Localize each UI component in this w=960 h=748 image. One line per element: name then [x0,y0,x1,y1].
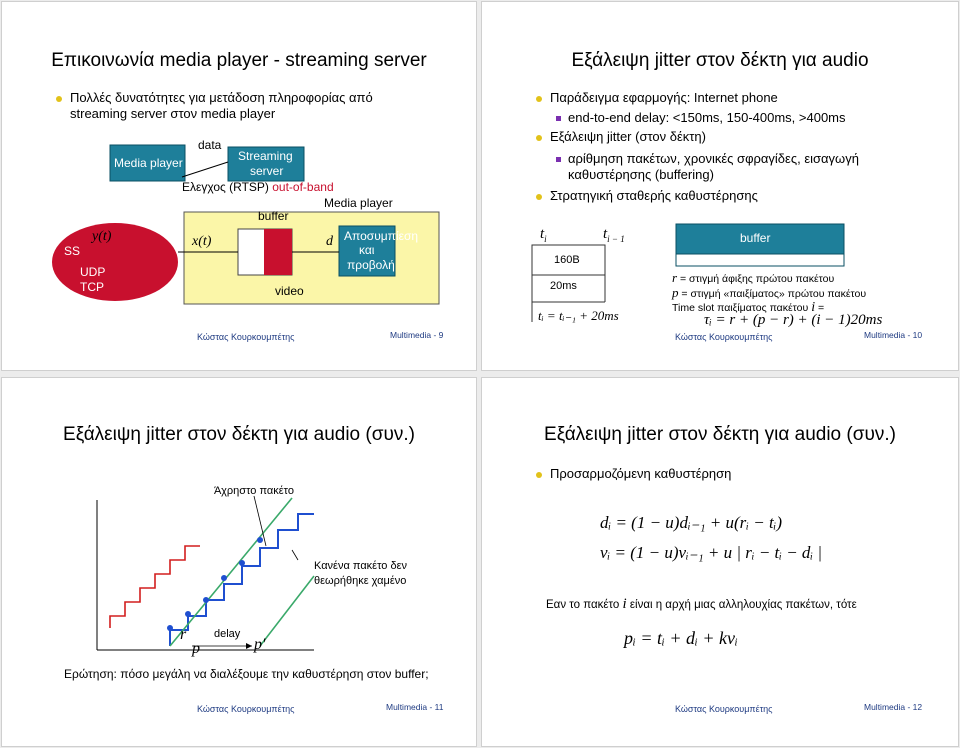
slide-1: Επικοινωνία media player - streaming ser… [1,1,477,371]
unused-packet-label: Άχρηστο πακέτο [214,485,294,497]
media-player-region [183,211,440,305]
slide-4-title: Εξάλειψη jitter στον δέκτη για audio (συ… [544,424,896,445]
eq-v: vᵢ = (1 − u)vᵢ₋₁ + u | rᵢ − tᵢ − dᵢ | [600,543,823,562]
rtsp-label: Ελεγχος (RTSP) out-of-band [182,180,334,194]
author: Κώστας Κουρκουμπέτης [675,704,773,714]
20ms-label: 20ms [550,280,577,292]
slide-number: Multimedia - 12 [864,702,923,712]
xt-label: x(t) [192,234,212,249]
slide-2-bullet-1: Παράδειγμα εφαρμογής: Internet phone [536,90,778,106]
bullet-dot-icon [536,194,542,200]
buffer-label: buffer [740,231,771,245]
buffer-bar [675,223,845,255]
ti1-label: ti − 1 [603,226,625,244]
slide-3: Εξάλειψη jitter στον δέκτη για audio (συ… [1,377,477,747]
slide-2-bullet-1a: end-to-end delay: <150ms, 150-400ms, >40… [556,110,846,126]
slide-4: Εξάλειψη jitter στον δέκτη για audio (συ… [481,377,959,747]
decompress-label-2: και [359,243,375,257]
slide-3-title: Εξάλειψη jitter στον δέκτη για audio (συ… [63,424,415,445]
slide-1-bullet: Πολλές δυνατότητες για μετάδοση πληροφορ… [56,90,430,122]
eq-p: pᵢ = tᵢ + dᵢ + kvᵢ [624,628,738,648]
eq-ti: tᵢ = tᵢ₋₁ + 20ms [538,308,619,323]
streaming-label: Streaming [238,149,293,163]
160b-label: 160B [554,254,580,266]
slide-2-title: Εξάλειψη jitter στον δέκτη για audio [571,50,869,71]
bullet-dot-icon [536,135,542,141]
r-label: r [180,626,187,643]
buffer-fill [264,229,292,275]
none-lost-label-1: Κανένα πακέτο δεν [314,560,407,572]
slide-3-diagram [96,495,315,651]
video-label: video [275,284,304,298]
slide-2: Εξάλειψη jitter στον δέκτη για audio Παρ… [481,1,959,371]
server-label: server [250,164,284,178]
p-label: p [192,640,200,657]
bullet-square-icon [556,157,561,162]
author: Κώστας Κουρκουμπέτης [197,704,295,714]
slide-2-bullet-3: Στρατηγική σταθερής καθυστέρησης [536,188,758,204]
eq-tau: τᵢ = r + (p − r) + (i − 1)20ms [704,312,883,328]
none-lost-label-2: θεωρήθηκε χαμένο [314,575,407,587]
bullet-dot-icon [56,96,62,102]
ss-label: SS [64,244,81,258]
send-staircase [109,545,200,628]
packet-box [531,244,606,276]
author: Κώστας Κουρκουμπέτης [197,332,295,342]
buffer-label: buffer [258,209,289,223]
slide-2-diagram [531,223,845,322]
pprime-label: p' [254,636,266,653]
condition-text: Εαν το πακέτο i είναι η αρχή μιας αλληλο… [546,596,857,612]
eq-d: dᵢ = (1 − u)dᵢ₋₁ + u(rᵢ − tᵢ) [600,513,783,532]
data-line [181,161,229,178]
slide-1-title: Επικοινωνία media player - streaming ser… [51,50,427,71]
arrival-line-1 [169,497,293,647]
decompress-label-1: Αποσυμπίεση [344,229,419,243]
slide-2-bullet-2: Εξάλειψη jitter (στον δέκτη) [536,129,706,145]
slide-4-bullet-1: Προσαρμοζόμενη καθυστέρηση [536,466,731,482]
slide-2-bullet-2a: αρίθμηση πακέτων, χρονικές σφραγίδες, ει… [556,151,859,183]
arrival-dots [167,537,263,631]
slide-number: Multimedia - 11 [386,702,444,712]
bullet-square-icon [556,116,561,121]
slide-number: Multimedia - 10 [864,330,923,340]
delay-arrowhead [246,643,252,649]
unused-pointer [253,495,267,547]
p-definition: p = στιγμή «παιξίματος» πρώτου πακέτου [672,285,867,300]
bullet-dot-icon [536,96,542,102]
streaming-server-box [227,146,305,182]
author: Κώστας Κουρκουμπέτης [675,332,773,342]
d-label: d [326,234,333,249]
data-label: data [198,138,222,152]
none-lost-pointer [291,549,299,561]
delay-label: delay [214,628,241,640]
bullet-dot-icon [536,472,542,478]
timeslot-definition: Time slot παιξίματος πακέτου i = [672,300,825,315]
server-ellipse [52,223,178,301]
yt-label: y(t) [92,229,112,244]
media-player-right-label: Media player [324,196,393,210]
decompress-box [338,225,396,277]
tcp-label: TCP [80,280,104,294]
media-player-left-label: Media player [114,156,183,170]
arrival-line-2 [259,575,315,647]
ti-label: ti [540,226,547,244]
decompress-label-3: προβολή [347,258,395,272]
playout-staircase [169,513,314,646]
udp-label: UDP [80,265,106,279]
buffer-bar-lower [675,253,845,267]
slide-number: Multimedia - 9 [390,330,444,340]
question-text: Ερώτηση: πόσο μεγάλη να διαλέξουμε την κ… [64,667,429,681]
r-definition: r = στιγμή άφιξης πρώτου πακέτου [672,270,835,285]
slide-1-diagram [52,144,440,305]
media-player-box-left [109,144,186,182]
